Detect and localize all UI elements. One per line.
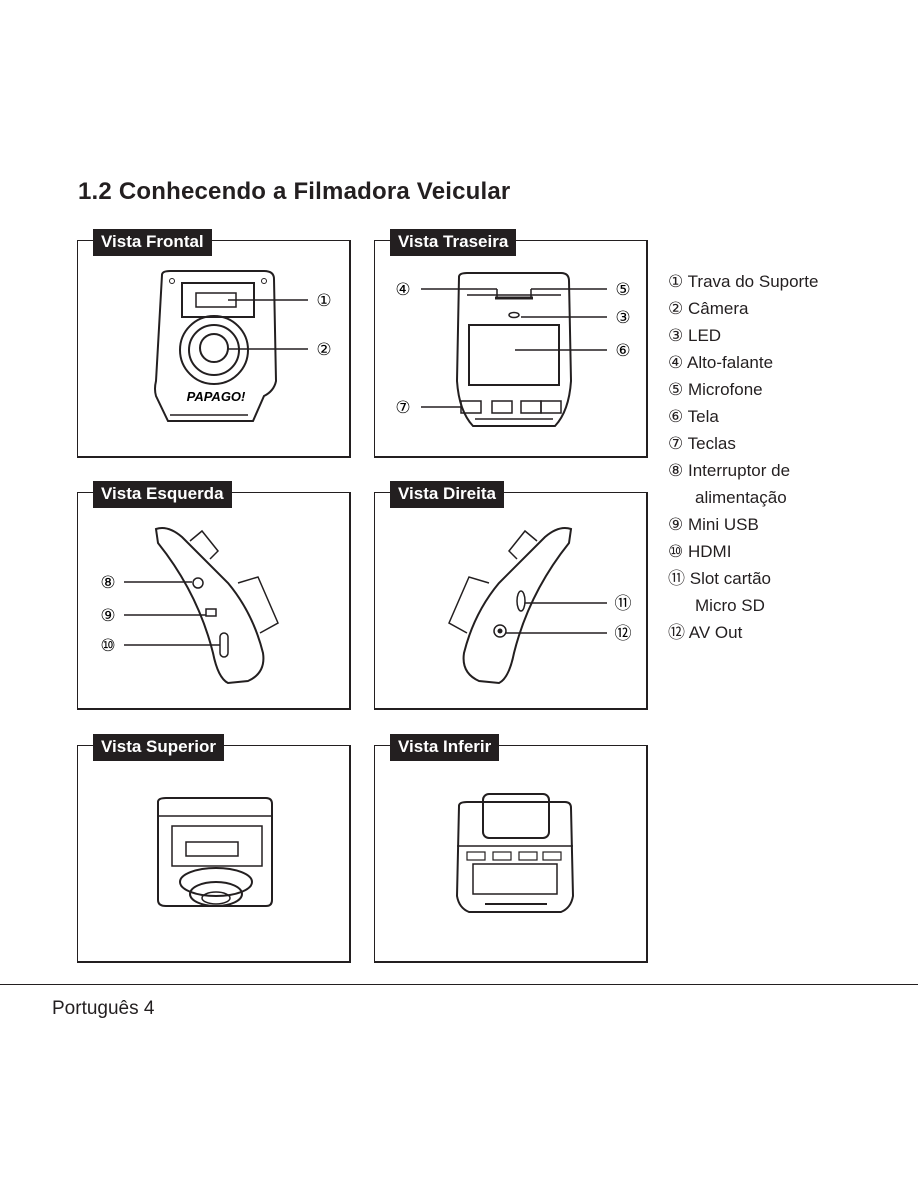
- callout-5: ⑤: [615, 280, 630, 299]
- legend-item: ⑦ Teclas: [668, 434, 736, 453]
- callout-12: ⑫: [615, 624, 632, 643]
- callout-1: ①: [316, 291, 331, 310]
- brand-logo: PAPAGO!: [187, 389, 246, 404]
- right-view-illustration: ⑪ ⑫: [448, 527, 632, 685]
- panel-label-bottom: Vista Inferir: [390, 734, 500, 761]
- legend-item: ⑨ Mini USB: [668, 515, 759, 534]
- callout-8: ⑧: [100, 573, 115, 592]
- legend: ① Trava do Suporte ② Câmera ③ LED ④ Alto…: [668, 268, 818, 646]
- panel-left-view: Vista Esquerda ⑧ ⑨ ⑩: [77, 481, 351, 710]
- top-view-illustration: [157, 797, 273, 907]
- callout-10: ⑩: [100, 636, 115, 655]
- legend-item: ① Trava do Suporte: [668, 272, 819, 291]
- page-footer: Português 4: [52, 998, 155, 1019]
- callout-2: ②: [316, 340, 331, 359]
- panel-label-front: Vista Frontal: [93, 229, 212, 256]
- panel-front-view: Vista Frontal PAPAGO! ① ②: [77, 229, 351, 458]
- callout-7: ⑦: [395, 398, 410, 417]
- legend-item: ⑤ Microfone: [668, 380, 763, 399]
- legend-item: ⑥ Tela: [668, 407, 719, 426]
- rear-view-illustration: ④ ⑤ ③ ⑥ ⑦: [395, 272, 631, 427]
- legend-item: ⑪ Slot cartão: [668, 569, 771, 588]
- callout-11: ⑪: [615, 594, 632, 613]
- panel-label-top: Vista Superior: [93, 734, 224, 761]
- bottom-view-illustration: [455, 793, 575, 913]
- panel-rear-view: Vista Traseira ④ ⑤ ③ ⑥ ⑦: [374, 229, 648, 458]
- legend-item-continuation: alimentação: [695, 488, 787, 507]
- panel-label-right: Vista Direita: [390, 481, 504, 508]
- panel-top-view: Vista Superior: [77, 734, 351, 963]
- callout-9: ⑨: [100, 606, 115, 625]
- footer-divider: [0, 984, 918, 985]
- panel-right-view: Vista Direita ⑪ ⑫: [374, 481, 648, 710]
- panel-bottom-view: Vista Inferir: [374, 734, 648, 963]
- legend-item: ② Câmera: [668, 299, 749, 318]
- panel-label-left: Vista Esquerda: [93, 481, 232, 508]
- callout-3: ③: [615, 308, 630, 327]
- page-title: 1.2 Conhecendo a Filmadora Veicular: [78, 178, 511, 205]
- legend-item: ⑧ Interruptor de: [668, 461, 791, 480]
- legend-item: ⑩ HDMI: [668, 542, 732, 561]
- front-view-illustration: PAPAGO! ① ②: [154, 270, 332, 422]
- left-view-illustration: ⑧ ⑨ ⑩: [100, 527, 279, 685]
- callout-4: ④: [395, 280, 410, 299]
- panel-label-rear: Vista Traseira: [390, 229, 517, 256]
- legend-item: ④ Alto-falante: [668, 353, 774, 372]
- legend-item: ③ LED: [668, 326, 722, 345]
- callout-6: ⑥: [615, 341, 630, 360]
- legend-item: ⑫ AV Out: [668, 623, 743, 642]
- legend-item-continuation: Micro SD: [695, 596, 765, 615]
